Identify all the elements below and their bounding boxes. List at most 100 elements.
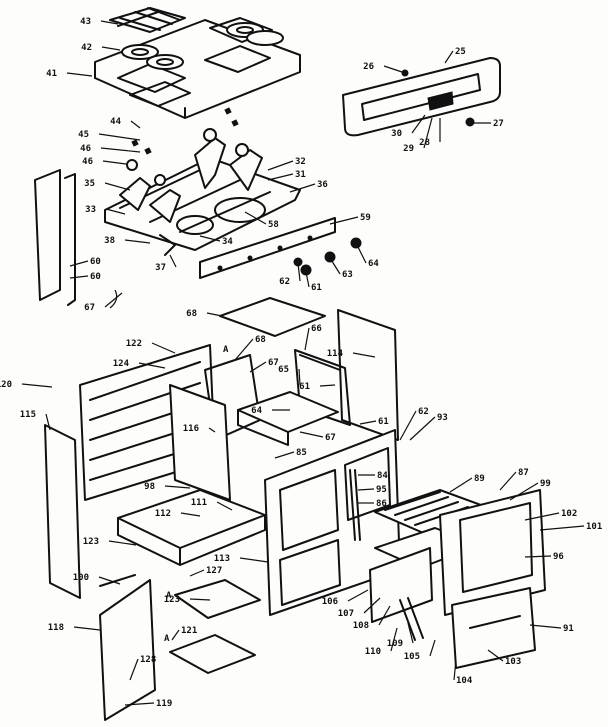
leader-line [524, 512, 560, 521]
leader-line [509, 482, 539, 501]
leader-line [129, 658, 139, 681]
part-label-46: 46 [82, 157, 127, 167]
part-label-33: 33 [85, 205, 126, 215]
leader-line [239, 557, 269, 563]
callout-letter: A [164, 634, 170, 644]
leader-line [539, 525, 585, 531]
leader-line [45, 413, 51, 431]
part-number: 87 [518, 468, 529, 478]
leader-line [319, 384, 336, 387]
part-label-36: 36 [289, 180, 328, 193]
part-label-120: 120 [0, 380, 53, 390]
leader-line [234, 338, 254, 361]
leader-line [357, 488, 375, 491]
part-label-89: 89 [449, 474, 485, 493]
leader-line [383, 65, 406, 74]
leader-line [305, 271, 310, 288]
part-number: 60 [90, 257, 101, 267]
part-label-128: 128 [129, 655, 156, 681]
part-number: 114 [327, 349, 344, 359]
leader-line [267, 160, 294, 171]
part-number: 68 [186, 309, 197, 319]
part-label-123: 123 [83, 537, 137, 547]
part-number: 65 [278, 365, 289, 375]
part-number: 25 [455, 47, 466, 57]
part-label-104: 104 [453, 659, 473, 686]
part-label-95: 95 [357, 485, 387, 495]
part-label-28: 28 [419, 118, 441, 148]
part-label-26: 26 [363, 62, 406, 74]
part-label-45: 45 [78, 130, 141, 141]
leader-line [299, 431, 324, 438]
part-label-64: 64 [355, 242, 379, 269]
part-label-115: 115 [20, 410, 51, 431]
part-number: 124 [113, 359, 130, 369]
part-label-106: 106 [322, 589, 369, 607]
part-number: 100 [73, 573, 89, 583]
part-label-121: 121 [171, 626, 197, 641]
part-label-62: 62 [399, 407, 429, 441]
manifold-panel [199, 217, 336, 279]
part-label-96: 96 [524, 552, 564, 562]
door-inner-panel [169, 384, 231, 501]
leader-line [409, 416, 436, 441]
leader-line [298, 368, 301, 386]
part-number: 111 [191, 498, 207, 508]
leader-line [101, 46, 121, 51]
part-label-91: 91 [529, 624, 574, 634]
part-label-61: 61 [305, 271, 322, 293]
part-number: 33 [85, 205, 96, 215]
part-label-38: 38 [104, 236, 151, 246]
part-number: 121 [181, 626, 197, 636]
part-number: 101 [586, 522, 602, 532]
part-number: 91 [563, 624, 574, 634]
burner-assembly [104, 107, 301, 256]
part-label-99: 99 [509, 479, 551, 501]
part-label-124: 124 [113, 359, 166, 369]
oven-door [439, 489, 546, 669]
part-label-102: 102 [524, 509, 577, 521]
leader-line [100, 147, 141, 153]
part-label-119: 119 [124, 699, 172, 709]
leader-line [208, 427, 216, 433]
part-number: 63 [342, 270, 353, 280]
part-number: 58 [268, 220, 279, 230]
part-number: 61 [311, 283, 322, 293]
part-number: 42 [81, 43, 92, 53]
part-number: 85 [296, 448, 307, 458]
part-label-68: 68 [234, 335, 266, 361]
leader-line [399, 410, 417, 441]
leader-line [453, 659, 457, 681]
part-number: 36 [317, 180, 328, 190]
leader-line [69, 275, 89, 279]
leader-line [151, 342, 176, 354]
callout-letter: A [166, 591, 172, 601]
leader-line [244, 211, 267, 225]
part-label-127: 127 [189, 566, 222, 577]
part-number: 67 [268, 358, 279, 368]
part-label-25: 25 [444, 47, 466, 64]
leader-line [100, 20, 119, 25]
part-number: 128 [140, 655, 156, 665]
leader-line [274, 451, 295, 459]
leader-line [189, 569, 205, 577]
broiler-pan [237, 391, 339, 446]
part-label-59: 59 [329, 213, 371, 225]
part-number: 93 [437, 413, 448, 423]
part-number: 30 [391, 129, 402, 139]
leader-line [199, 235, 221, 242]
part-number: 108 [353, 621, 369, 631]
leader-line [169, 254, 177, 268]
callout-letter: A [223, 345, 229, 355]
part-label-111: 111 [191, 498, 233, 511]
leader-line [524, 555, 552, 558]
leader-line [124, 702, 155, 706]
part-number: 62 [279, 277, 290, 287]
part-number: 45 [78, 130, 89, 140]
part-number: 67 [325, 433, 336, 443]
part-label-43: 43 [80, 17, 119, 27]
part-number: 64 [368, 259, 379, 269]
part-label-30: 30 [391, 114, 426, 139]
leader-line [130, 120, 141, 129]
